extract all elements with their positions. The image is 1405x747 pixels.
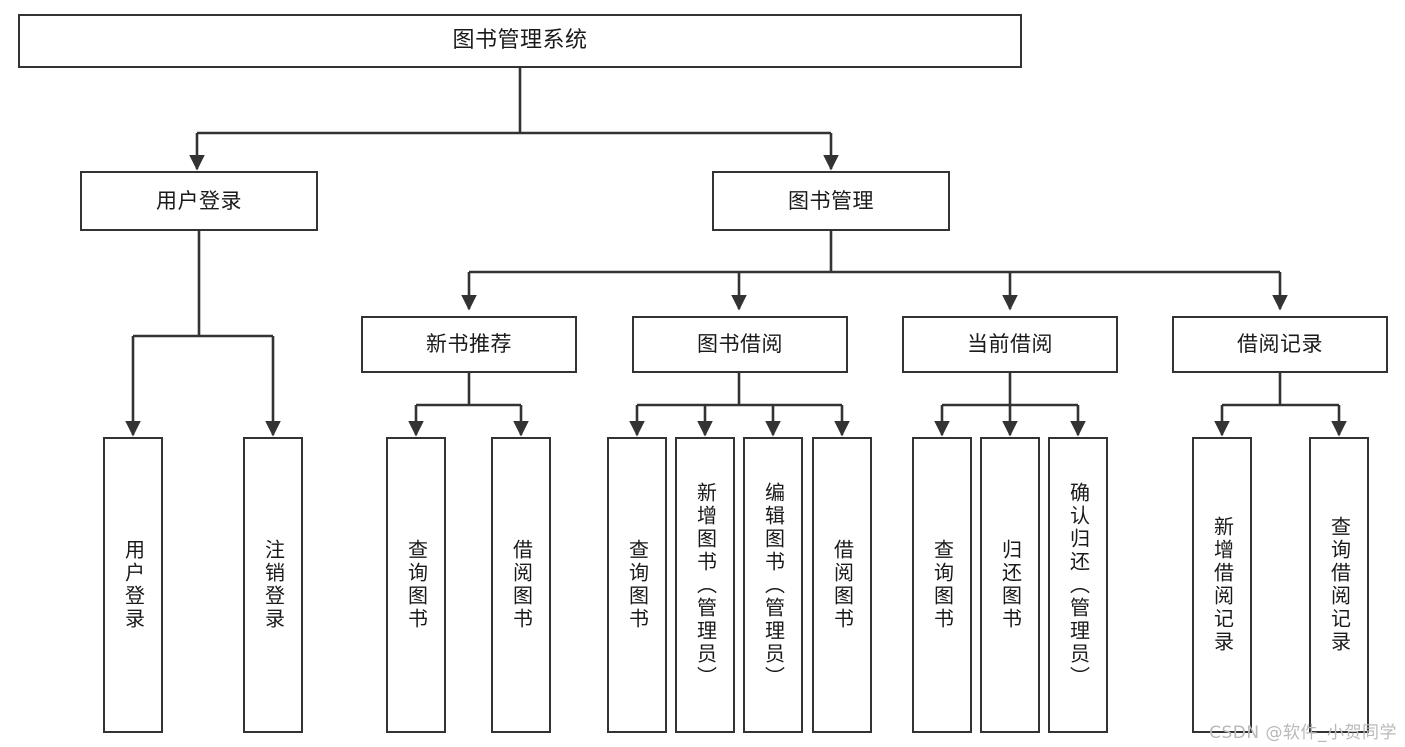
node-label: 新书推荐 (426, 332, 512, 357)
node-label: 确认归还（管理员） (1066, 481, 1091, 689)
node-leaf-add-record[interactable]: 新增借阅记录 (1192, 437, 1252, 733)
watermark: CSDN @软件_小贺同学 (1209, 723, 1397, 743)
node-user-login[interactable]: 用户登录 (80, 171, 318, 231)
node-label: 归还图书 (998, 539, 1023, 631)
node-label: 借阅图书 (830, 539, 855, 631)
node-label: 借阅图书 (509, 539, 534, 631)
node-leaf-query-book-3[interactable]: 查询图书 (912, 437, 972, 733)
node-label: 图书借阅 (697, 332, 783, 357)
node-leaf-confirm-return[interactable]: 确认归还（管理员） (1048, 437, 1108, 733)
node-label: 当前借阅 (967, 332, 1053, 357)
node-label: 用户登录 (121, 539, 146, 631)
node-leaf-return-book[interactable]: 归还图书 (980, 437, 1040, 733)
node-label: 用户登录 (156, 188, 242, 213)
node-borrow-record[interactable]: 借阅记录 (1172, 316, 1388, 373)
node-leaf-borrow-book-1[interactable]: 借阅图书 (491, 437, 551, 733)
node-label: 查询图书 (930, 539, 955, 631)
node-label: 借阅记录 (1237, 332, 1323, 357)
node-book-management-system[interactable]: 图书管理系统 (18, 14, 1022, 68)
node-label: 新增图书（管理员） (693, 481, 718, 689)
node-label: 注销登录 (261, 539, 286, 631)
node-label: 新增借阅记录 (1210, 516, 1235, 654)
node-label: 查询图书 (404, 539, 429, 631)
node-leaf-query-book-1[interactable]: 查询图书 (386, 437, 446, 733)
node-new-book-recommend[interactable]: 新书推荐 (361, 316, 577, 373)
node-leaf-add-book[interactable]: 新增图书（管理员） (675, 437, 735, 733)
node-leaf-borrow-book-2[interactable]: 借阅图书 (812, 437, 872, 733)
node-leaf-logout-login[interactable]: 注销登录 (243, 437, 303, 733)
node-leaf-edit-book[interactable]: 编辑图书（管理员） (743, 437, 803, 733)
node-label: 查询图书 (625, 539, 650, 631)
node-leaf-query-book-2[interactable]: 查询图书 (607, 437, 667, 733)
node-current-borrow[interactable]: 当前借阅 (902, 316, 1118, 373)
node-label: 编辑图书（管理员） (761, 481, 786, 689)
node-leaf-query-record[interactable]: 查询借阅记录 (1309, 437, 1369, 733)
node-book-borrow[interactable]: 图书借阅 (632, 316, 848, 373)
node-leaf-user-login[interactable]: 用户登录 (103, 437, 163, 733)
node-book-manage[interactable]: 图书管理 (712, 171, 950, 231)
node-label: 图书管理 (788, 188, 874, 213)
node-label: 查询借阅记录 (1327, 516, 1352, 654)
node-label: 图书管理系统 (452, 28, 588, 54)
